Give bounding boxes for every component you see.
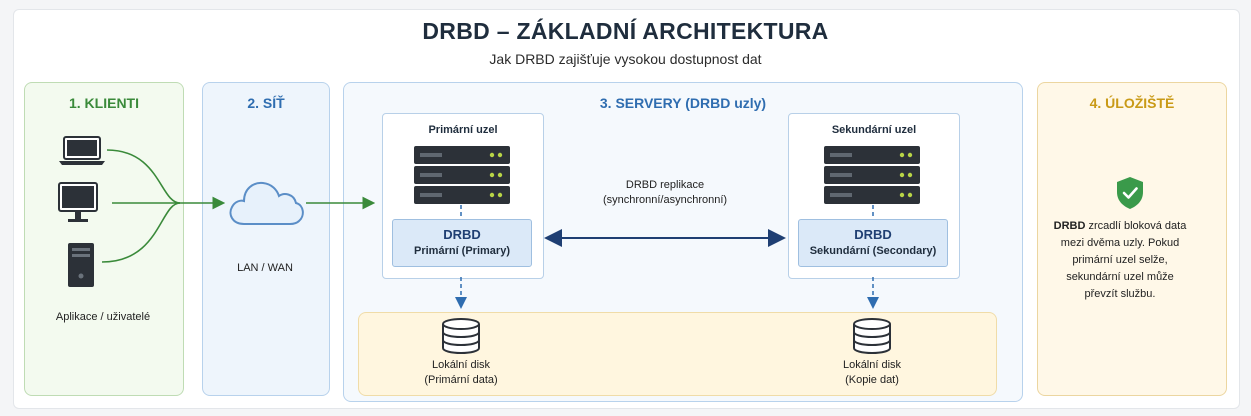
- secondary-disk-caption-line2: (Kopie dat): [845, 374, 899, 386]
- secondary-drbd-label: DRBD: [854, 227, 892, 242]
- storage-info-bold: DRBD: [1053, 220, 1086, 232]
- secondary-disk-caption: Lokální disk (Kopie dat): [812, 358, 932, 388]
- storage-info-text: DRBD zrcadlí bloková data mezi dvěma uzl…: [1050, 218, 1190, 303]
- primary-disk-caption-line1: Lokální disk: [431, 359, 491, 371]
- clients-panel-title: 1. KLIENTI: [68, 95, 139, 111]
- page-title: DRBD – ZÁKLADNÍ ARCHITEKTURA: [422, 18, 829, 44]
- primary-disk-caption-line2: (Primární data): [424, 374, 498, 386]
- network-caption: LAN / WAN: [237, 262, 293, 274]
- primary-drbd-label: DRBD: [443, 227, 481, 242]
- laptop-icon: [59, 136, 105, 165]
- replication-label-line2: (synchronní/asynchronní): [602, 194, 728, 206]
- tower-link-line: [101, 202, 181, 263]
- replication-label: DRBD replikace (synchronní/asynchronní): [570, 178, 760, 208]
- network-panel-title: 2. SÍŤ: [247, 95, 285, 111]
- servers-panel-title: 3. SERVERY (DRBD uzly): [599, 95, 767, 111]
- network-panel: 2. SÍŤ: [202, 82, 330, 396]
- cloud-icon: [229, 181, 304, 225]
- secondary-drbd-box: DRBD Sekundární (Secondary): [798, 219, 948, 267]
- primary-drbd-box: DRBD Primární (Primary): [392, 219, 532, 267]
- storage-info-body: zrcadlí bloková data mezi dvěma uzly. Po…: [1060, 220, 1187, 300]
- primary-disk-caption: Lokální disk (Primární data): [401, 358, 521, 388]
- clients-panel: 1. KLIENTI: [24, 82, 184, 396]
- primary-drbd-role: Primární (Primary): [414, 245, 510, 257]
- desktop-monitor-icon: [58, 182, 98, 222]
- secondary-node-title: Sekundární uzel: [831, 124, 917, 136]
- primary-disk-icon: [442, 318, 480, 354]
- clients-caption: Aplikace / uživatelé: [55, 311, 151, 323]
- storage-panel-title: 4. ÚLOŽIŠTĚ: [1089, 95, 1175, 111]
- primary-server-rack-icon: [414, 146, 510, 204]
- secondary-drbd-role: Sekundární (Secondary): [809, 245, 937, 257]
- storage-panel: 4. ÚLOŽIŠTĚ: [1037, 82, 1227, 396]
- secondary-server-rack-icon: [824, 146, 920, 204]
- tower-pc-icon: [68, 243, 94, 287]
- replication-label-line1: DRBD replikace: [625, 179, 705, 191]
- secondary-disk-caption-line1: Lokální disk: [842, 359, 902, 371]
- page-subtitle: Jak DRBD zajišťuje vysokou dostupnost da…: [489, 51, 762, 67]
- shield-check-icon: [1117, 177, 1143, 209]
- laptop-link-line: [106, 149, 181, 204]
- secondary-disk-icon: [853, 318, 891, 354]
- primary-node-title: Primární uzel: [428, 124, 498, 136]
